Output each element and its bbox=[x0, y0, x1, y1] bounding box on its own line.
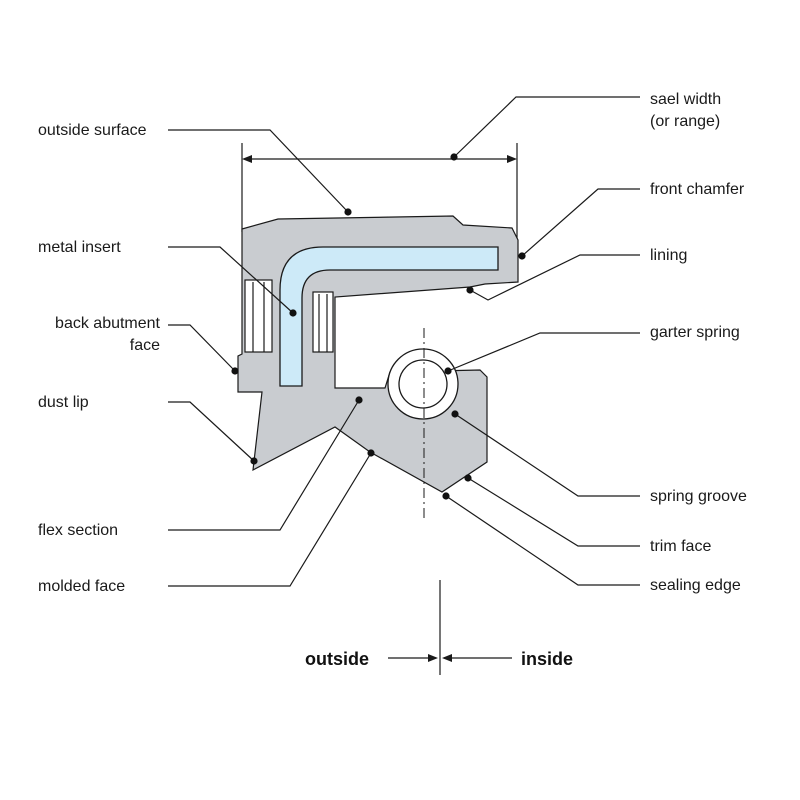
arrow-to-outside bbox=[428, 654, 438, 662]
direction-outside-label: outside bbox=[305, 649, 370, 669]
label-flex-section: flex section bbox=[38, 522, 119, 539]
leader-lining bbox=[469, 254, 640, 301]
label-sealing-edge: sealing edge bbox=[650, 577, 741, 594]
leader-spring-groove bbox=[454, 413, 640, 497]
leader-back-abutment bbox=[168, 324, 236, 372]
label-lining: lining bbox=[650, 247, 688, 264]
leader-front-chamfer bbox=[521, 188, 640, 257]
label-seal-width-line2: (or range) bbox=[650, 113, 721, 130]
garter-spring-shape bbox=[387, 348, 459, 420]
direction-inside-label: inside bbox=[521, 649, 574, 669]
label-back-abutment-line1: back abutment bbox=[55, 315, 160, 332]
label-back-abutment-line2: face bbox=[129, 337, 160, 354]
seal-width-dimension bbox=[241, 143, 518, 240]
label-seal-width-line1: sael width bbox=[650, 91, 722, 108]
label-front-chamfer: front chamfer bbox=[650, 181, 745, 198]
leader-molded-face bbox=[168, 452, 372, 587]
label-seal-width: sael width (or range) bbox=[650, 89, 721, 133]
label-outside-surface: outside surface bbox=[38, 122, 147, 139]
leader-sealing-edge bbox=[445, 495, 640, 586]
label-trim-face: trim face bbox=[650, 538, 712, 555]
leader-trim-face bbox=[467, 477, 640, 547]
leader-seal-width bbox=[453, 96, 640, 158]
leader-outside-surface bbox=[168, 129, 349, 213]
label-spring-groove: spring groove bbox=[650, 488, 747, 505]
leader-dust-lip bbox=[168, 401, 255, 462]
front-pillar bbox=[312, 291, 334, 353]
label-molded-face: molded face bbox=[38, 578, 126, 595]
label-garter-spring: garter spring bbox=[650, 324, 740, 341]
label-metal-insert: metal insert bbox=[38, 239, 121, 256]
arrow-to-inside bbox=[442, 654, 452, 662]
label-dust-lip: dust lip bbox=[38, 394, 89, 411]
back-pillar bbox=[244, 279, 273, 353]
leader-metal-insert bbox=[168, 246, 294, 314]
leader-flex-section bbox=[168, 399, 360, 531]
metal-insert-shape bbox=[279, 246, 499, 387]
label-back-abutment-face: back abutment face bbox=[38, 313, 160, 357]
leader-dots bbox=[231, 153, 526, 500]
leader-garter-spring bbox=[447, 332, 640, 372]
